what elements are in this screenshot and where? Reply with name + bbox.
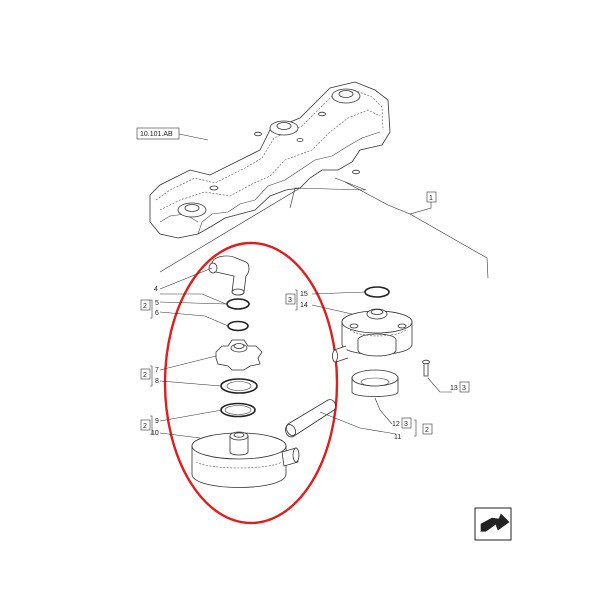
o-ring-small-2: [227, 320, 249, 332]
callout-9: 9: [155, 418, 159, 425]
callout-7: 7: [155, 367, 159, 374]
right-callouts: 3 15 14 13 3 12 3 11 2: [285, 289, 470, 441]
callout-2c-box: 2: [143, 423, 147, 430]
left-callouts: 4 2 5 6 2 7 8 2 9 10: [140, 267, 229, 439]
callout-3b-box: 3: [462, 385, 466, 392]
next-page-arrow-icon[interactable]: [474, 507, 512, 541]
assembled-breather: [332, 286, 430, 397]
callout-10: 10: [151, 430, 159, 437]
callout-14: 14: [300, 302, 308, 309]
callout-3c-box: 3: [404, 421, 408, 428]
callout-1: 1: [159, 177, 489, 279]
reference-label: 10.101.AB: [136, 127, 209, 141]
callout-1-number: 1: [429, 195, 433, 202]
breather-housing: [191, 431, 300, 488]
callout-6: 6: [155, 310, 159, 317]
callout-8: 8: [155, 378, 159, 385]
callout-11: 11: [394, 434, 401, 441]
seal-ring: [220, 402, 256, 418]
star-knob-nut: [215, 339, 263, 371]
callout-4: 4: [154, 286, 158, 293]
flat-washer: [220, 378, 258, 394]
hose: [285, 399, 397, 438]
callout-5: 5: [155, 300, 159, 307]
valve-cover: [149, 81, 391, 239]
callout-13: 13: [450, 385, 458, 392]
callout-2d-box: 2: [425, 427, 429, 434]
reference-code: 10.101.AB: [140, 131, 173, 138]
callout-12: 12: [392, 421, 400, 428]
highlight-ellipse: [163, 241, 339, 525]
elbow-fitting: [208, 255, 250, 296]
callout-15: 15: [300, 291, 308, 298]
callout-3a-box: 3: [288, 297, 292, 304]
callout-2a-box: 2: [143, 303, 147, 310]
o-ring-small: [226, 298, 250, 310]
callout-2b-box: 2: [143, 372, 147, 379]
